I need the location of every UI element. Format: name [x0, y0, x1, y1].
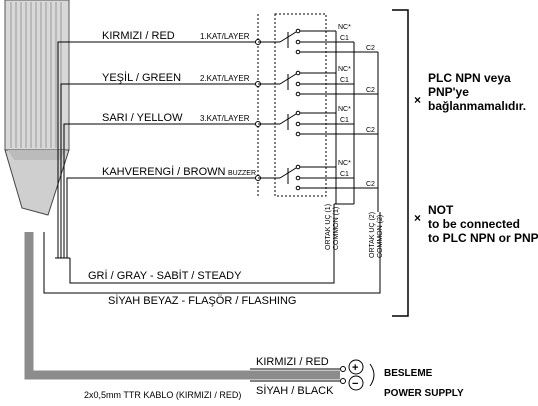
svg-text:×: ×: [414, 93, 421, 107]
flash-wire-label: SİYAH BEYAZ - FLAŞÖR / FLASHING: [108, 294, 296, 307]
signal-tower: [4, 0, 70, 216]
svg-text:to be connected: to be connected: [428, 217, 520, 231]
relay-contact-labels: NC* C1 C2 NC* C1 C2 NC* C1 C2 NC* C1 C2: [338, 24, 375, 188]
layer-label-2: 2.KAT/LAYER: [200, 74, 250, 83]
layer-label-3: 3.KAT/LAYER: [200, 114, 250, 123]
svg-text:NC*: NC*: [338, 106, 351, 113]
svg-text:C1: C1: [340, 117, 349, 124]
svg-text:C1: C1: [340, 77, 349, 84]
relay-1: [255, 28, 378, 55]
relay-box: [274, 13, 327, 197]
common-buses: [334, 31, 379, 212]
power-title-tr: BESLEME: [384, 368, 433, 379]
svg-text:NC*: NC*: [338, 24, 351, 31]
svg-text:COMMON (2): COMMON (2): [377, 215, 384, 258]
svg-text:C1: C1: [340, 35, 349, 42]
wire-label-brown: KAHVERENGİ / BROWN: [102, 165, 226, 178]
svg-text:NC*: NC*: [338, 160, 351, 167]
svg-text:C2: C2: [366, 181, 375, 188]
note-english: × NOT to be connected to PLC NPN or PNP: [414, 203, 538, 245]
svg-text:C1: C1: [340, 171, 349, 178]
svg-text:NC*: NC*: [338, 66, 351, 73]
gray-wire-label: GRİ / GRAY - SABİT / STEADY: [88, 269, 242, 282]
svg-text:PLC NPN veya: PLC NPN veya: [428, 71, 511, 85]
right-bracket: [392, 9, 409, 317]
svg-text:PNP'ye: PNP'ye: [428, 85, 469, 99]
layer-label-1: 1.KAT/LAYER: [200, 32, 250, 41]
svg-text:NOT: NOT: [428, 203, 454, 217]
svg-text:×: ×: [414, 211, 421, 225]
svg-text:C2: C2: [366, 45, 375, 52]
svg-text:C2: C2: [366, 87, 375, 94]
relay-3: [255, 110, 378, 137]
wire-bundle: [43, 41, 381, 294]
relay-buzzer: [255, 164, 378, 191]
power-black-label: SİYAH / BLACK: [256, 384, 334, 397]
svg-text:COMMON (1): COMMON (1): [333, 207, 340, 250]
common-label-1: ORTAK UÇ (1) COMMON (1): [325, 204, 340, 250]
svg-text:ORTAK UÇ (2): ORTAK UÇ (2): [369, 212, 376, 258]
note-turkish: × PLC NPN veya PNP'ye bağlanmamalıdır.: [414, 71, 526, 113]
svg-text:to PLC NPN or PNP: to PLC NPN or PNP: [428, 231, 538, 245]
common-label-2: ORTAK UÇ (2) COMMON (2): [369, 212, 384, 258]
svg-text:bağlanmamalıdır.: bağlanmamalıdır.: [428, 99, 526, 113]
svg-text:ORTAK UÇ (1): ORTAK UÇ (1): [325, 204, 332, 250]
power-wires: [250, 359, 375, 391]
relay-2: [255, 70, 378, 97]
cable-label: 2x0,5mm TTR KABLO (KIRMIZI / RED): [84, 390, 241, 400]
wire-label-yellow: SARI / YELLOW: [102, 112, 183, 124]
svg-text:C2: C2: [366, 127, 375, 134]
wire-label-green: YEŞİL / GREEN: [102, 71, 181, 84]
minus-sign: −: [352, 378, 358, 390]
wire-label-red: KIRMIZI / RED: [102, 30, 175, 42]
power-cable: [24, 232, 340, 380]
power-title-en: POWER SUPPLY: [384, 388, 464, 399]
power-red-label: KIRMIZI / RED: [256, 356, 329, 368]
plus-sign: +: [352, 362, 358, 374]
layer-label-buzzer: BUZZER: [228, 170, 256, 177]
